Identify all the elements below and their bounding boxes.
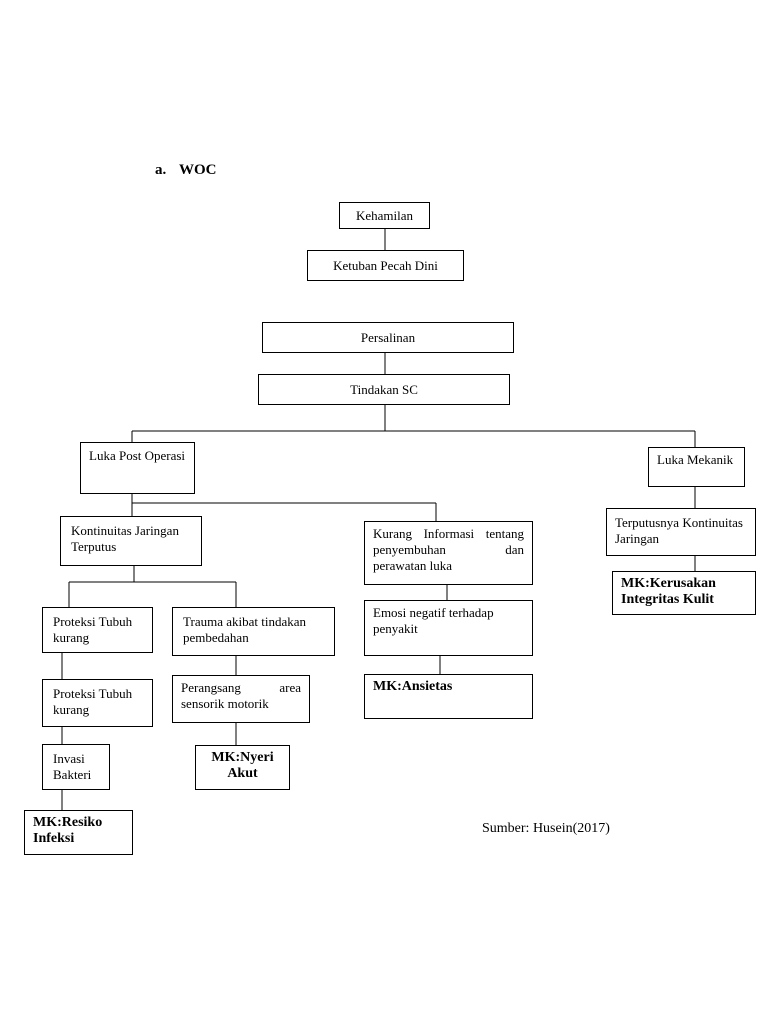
node-ketuban-pecah-dini: Ketuban Pecah Dini — [307, 250, 464, 281]
node-emosi-negatif: Emosi negatif terhadap penyakit — [364, 600, 533, 656]
source-caption: Sumber: Husein(2017) — [482, 821, 610, 836]
node-proteksi-tubuh-1: Proteksi Tubuh kurang — [42, 607, 153, 653]
heading-marker: a. — [155, 162, 167, 178]
node-proteksi-tubuh-2: Proteksi Tubuh kurang — [42, 679, 153, 727]
node-perangsang-sensorik: Perangsang area sensorik motorik — [172, 675, 310, 723]
node-mk-kerusakan-integritas: MK:Kerusakan Integritas Kulit — [612, 571, 756, 615]
node-terputusnya-kontinuitas: Terputusnya Kontinuitas Jaringan — [606, 508, 756, 556]
node-tindakan-sc: Tindakan SC — [258, 374, 510, 405]
heading-title: WOC — [179, 162, 217, 178]
node-mk-nyeri-akut: MK:Nyeri Akut — [195, 745, 290, 790]
node-trauma-pembedahan: Trauma akibat tindakan pembedahan — [172, 607, 335, 656]
node-luka-post-operasi: Luka Post Operasi — [80, 442, 195, 494]
node-kontinuitas-jaringan: Kontinuitas Jaringan Terputus — [60, 516, 202, 566]
node-mk-ansietas: MK:Ansietas — [364, 674, 533, 719]
node-invasi-bakteri: Invasi Bakteri — [42, 744, 110, 790]
node-kehamilan: Kehamilan — [339, 202, 430, 229]
node-luka-mekanik: Luka Mekanik — [648, 447, 745, 487]
woc-heading: a. WOC — [155, 162, 217, 179]
node-persalinan: Persalinan — [262, 322, 514, 353]
node-kurang-informasi: Kurang Informasi tentang penyembuhan dan… — [364, 521, 533, 585]
node-mk-resiko-infeksi: MK:Resiko Infeksi — [24, 810, 133, 855]
